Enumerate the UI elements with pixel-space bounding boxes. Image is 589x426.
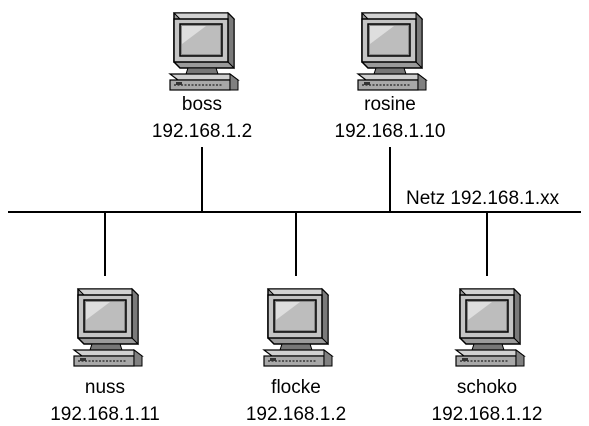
host-name: schoko [457,377,517,398]
network-label: Netz 192.168.1.xx [406,188,560,209]
host-boss[interactable]: boss 192.168.1.2 [152,12,252,142]
computer-icon [455,288,525,367]
host-flocke[interactable]: flocke 192.168.1.2 [246,288,346,425]
host-ip: 192.168.1.2 [152,121,252,142]
host-ip: 192.168.1.10 [335,121,446,142]
host-name: nuss [85,377,125,398]
computer-icon [357,12,427,91]
host-name: boss [182,94,222,115]
host-name: rosine [364,94,416,115]
computer-icon [169,12,239,91]
host-schoko[interactable]: schoko 192.168.1.12 [432,288,543,425]
host-ip: 192.168.1.2 [246,404,346,425]
computer-icon [263,288,333,367]
host-name: flocke [271,377,321,398]
computer-icon [73,288,143,367]
host-nuss[interactable]: nuss 192.168.1.11 [50,288,160,425]
host-rosine[interactable]: rosine 192.168.1.10 [335,12,446,142]
host-ip: 192.168.1.12 [432,404,543,425]
host-ip: 192.168.1.11 [50,404,160,425]
